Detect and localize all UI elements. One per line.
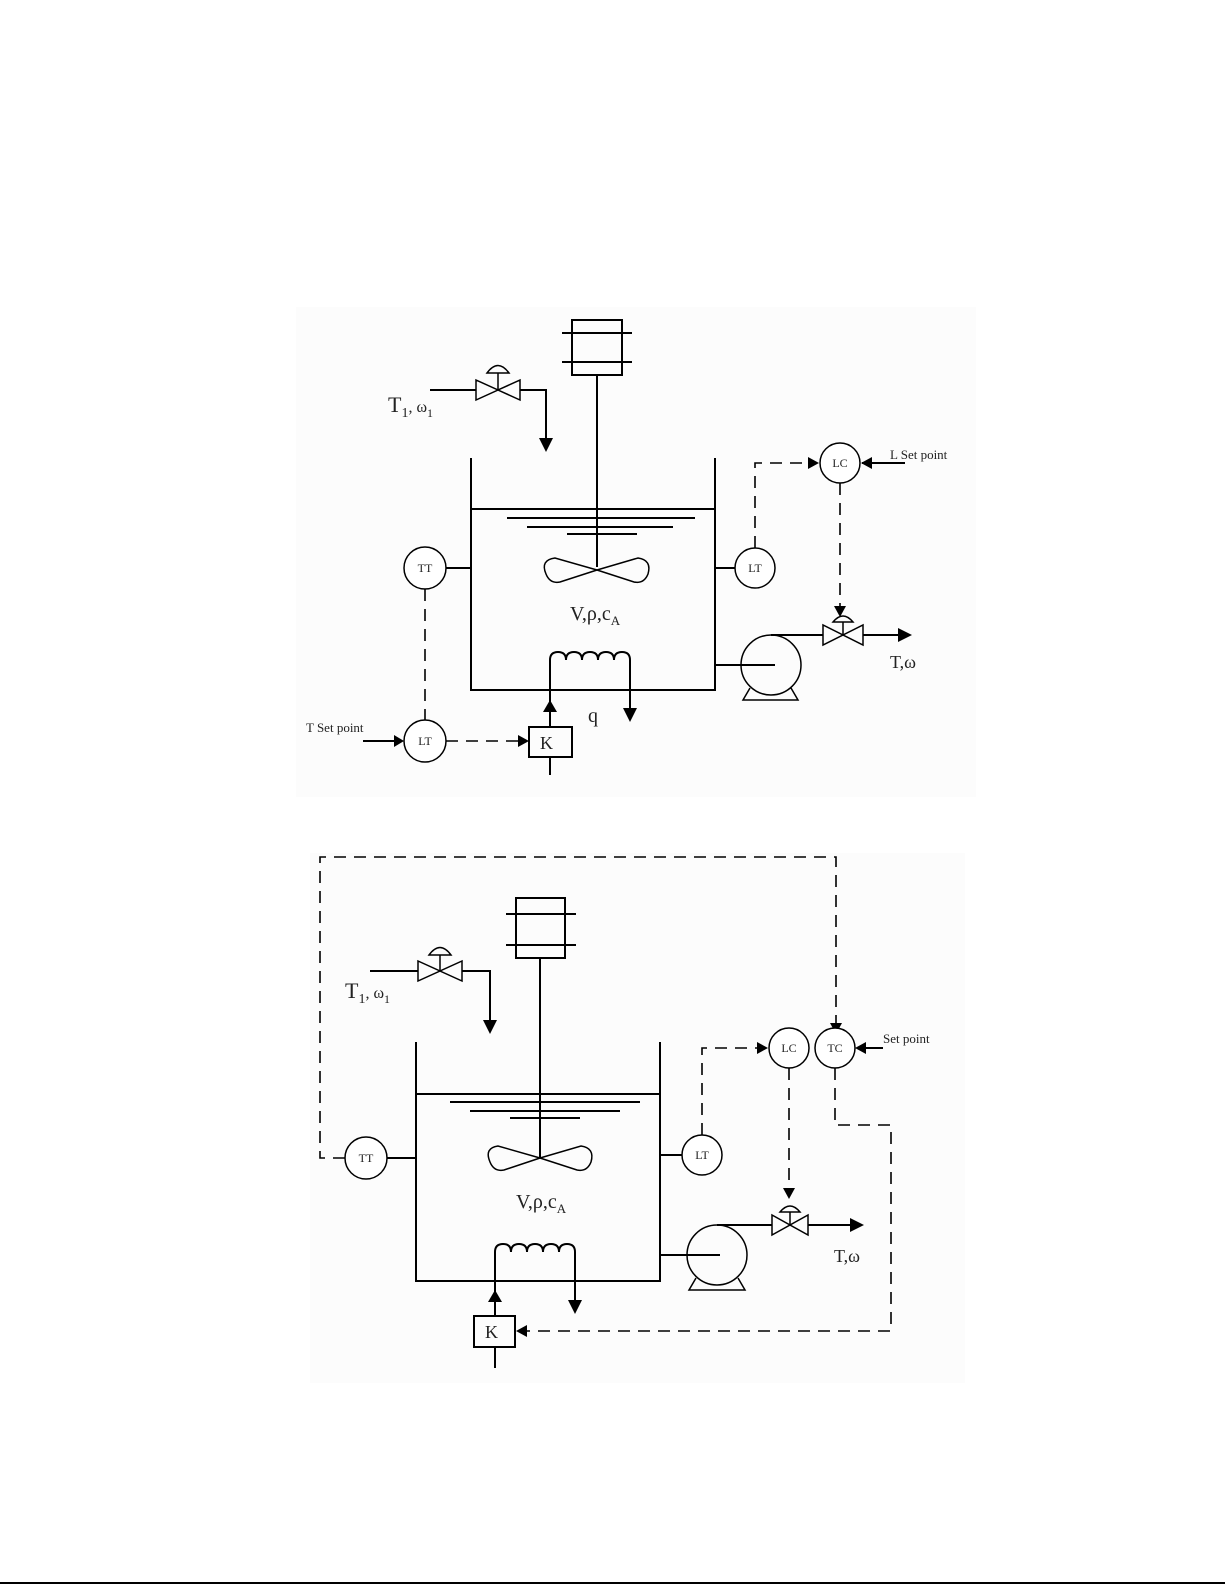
coil-inlet-arrow: [543, 700, 557, 712]
figure-2: V,ρ,cA K T1, ω1 TT: [310, 853, 965, 1383]
outlet-label: T,ω: [890, 652, 916, 672]
impeller-icon: [543, 557, 650, 584]
tank-contents-label-2: V,ρ,cA: [516, 1191, 567, 1216]
svg-text:LC: LC: [832, 456, 847, 470]
figure-1-background: [296, 307, 976, 797]
impeller-icon-2: [487, 1145, 593, 1172]
reactor-tank-2: [415, 1042, 661, 1282]
feed-line-2: [370, 946, 497, 1034]
coil-outlet-arrow: [623, 708, 637, 722]
tc-to-actuator-signal-line: [527, 1068, 892, 1332]
svg-text:LC: LC: [781, 1041, 796, 1055]
figure-2-background: [310, 853, 965, 1383]
svg-text:LT: LT: [695, 1148, 709, 1162]
heater-actuator-2: K: [473, 1302, 516, 1368]
valve-actuator-icon: [485, 364, 511, 374]
heat-label: q: [588, 705, 598, 727]
motor-icon-2: [506, 897, 576, 1158]
outlet-arrow: [898, 628, 912, 642]
feed-line: [430, 364, 553, 452]
svg-text:LT: LT: [418, 734, 432, 748]
temp-setpoint-label: T Set point: [306, 720, 364, 735]
svg-text:TT: TT: [359, 1151, 374, 1165]
feed-label-2: T1, ω1: [345, 978, 390, 1007]
outlet-label-2: T,ω: [834, 1246, 860, 1266]
setpoint-label: Set point: [883, 1031, 930, 1046]
tank-contents-label: V,ρ,cA: [570, 603, 621, 628]
heater-actuator: K: [528, 712, 573, 775]
reactor-tank: [470, 458, 716, 691]
page-footer-rule: [0, 1582, 1225, 1584]
figure-1: V,ρ,cA q K T1, ω1: [296, 307, 976, 797]
svg-text:TT: TT: [418, 561, 433, 575]
temperature-transmitter-2: [344, 1136, 388, 1180]
level-setpoint-label: L Set point: [890, 447, 948, 462]
svg-text:K: K: [485, 1322, 498, 1342]
feed-arrow: [539, 438, 553, 452]
svg-text:K: K: [540, 733, 553, 753]
svg-text:LT: LT: [748, 561, 762, 575]
feed-label: T1, ω1: [388, 392, 433, 421]
svg-text:TC: TC: [827, 1041, 842, 1055]
lt-signal-line: [754, 462, 808, 548]
tt-to-tc-signal-line: [319, 856, 837, 1159]
